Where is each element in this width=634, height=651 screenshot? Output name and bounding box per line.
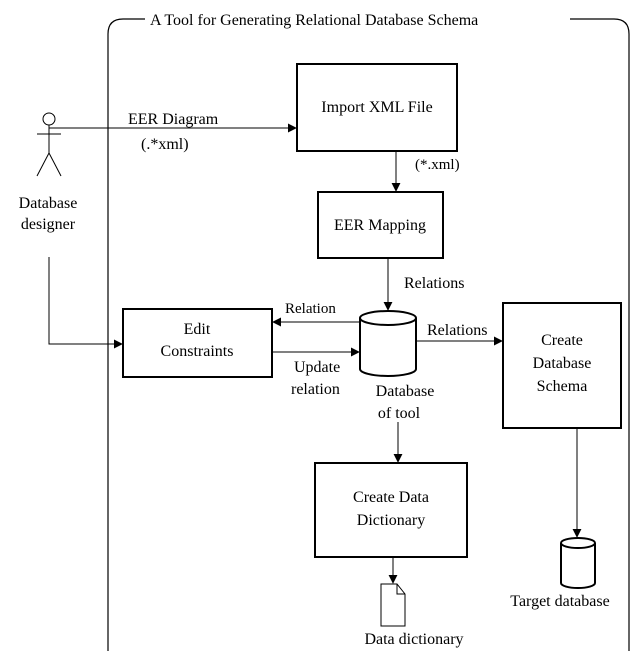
tool-database-label-line2: of tool [378, 405, 421, 422]
eer-diagram-flow-label-line2: (.*xml) [141, 136, 189, 153]
eer-mapping-label: EER Mapping [334, 217, 426, 234]
data-dictionary-label: Data dictionary [364, 631, 463, 648]
update-relation-flow-label-line2: relation [291, 381, 340, 398]
create-dictionary-label-line1: Create Data [353, 489, 429, 506]
actor-label-line1: Database [19, 195, 78, 212]
create-schema-label-line1: Create [541, 332, 583, 349]
create-dictionary-box [314, 462, 468, 558]
target-database-label: Target database [510, 593, 609, 610]
edit-constraints-label-line2: Constraints [161, 343, 234, 360]
xml-flow-label: (*.xml) [415, 157, 460, 173]
import-xml-label: Import XML File [321, 99, 432, 116]
create-schema-label-line2: Database [533, 355, 592, 372]
actor-label-line2: designer [21, 216, 76, 233]
target-database-cylinder [560, 537, 596, 589]
update-relation-flow-label-line1: Update [294, 359, 340, 376]
create-schema-box [502, 302, 622, 429]
title-background [147, 12, 482, 29]
database-designer-actor [36, 112, 62, 177]
edit-constraints-label-line1: Edit [184, 321, 211, 338]
system-boundary [107, 18, 630, 651]
eer-diagram-flow-label-line1: EER Diagram [128, 111, 219, 128]
import-xml-box [296, 63, 458, 152]
create-schema-label-line3: Schema [537, 378, 588, 395]
tool-database-cylinder [359, 310, 417, 377]
diagram-title: A Tool for Generating Relational Databas… [150, 12, 478, 29]
relations-right-flow-label: Relations [427, 322, 487, 339]
edit-constraints-box [122, 308, 273, 378]
eer-mapping-box [317, 191, 444, 259]
data-dictionary-document-icon [380, 583, 406, 627]
designer-to-edit-flow [48, 257, 123, 349]
relations-down-flow-label: Relations [404, 275, 464, 292]
create-dictionary-label-line2: Dictionary [357, 512, 425, 529]
relation-flow-label: Relation [285, 301, 336, 317]
tool-database-label-line1: Database [376, 383, 435, 400]
actor-icon [42, 112, 56, 126]
